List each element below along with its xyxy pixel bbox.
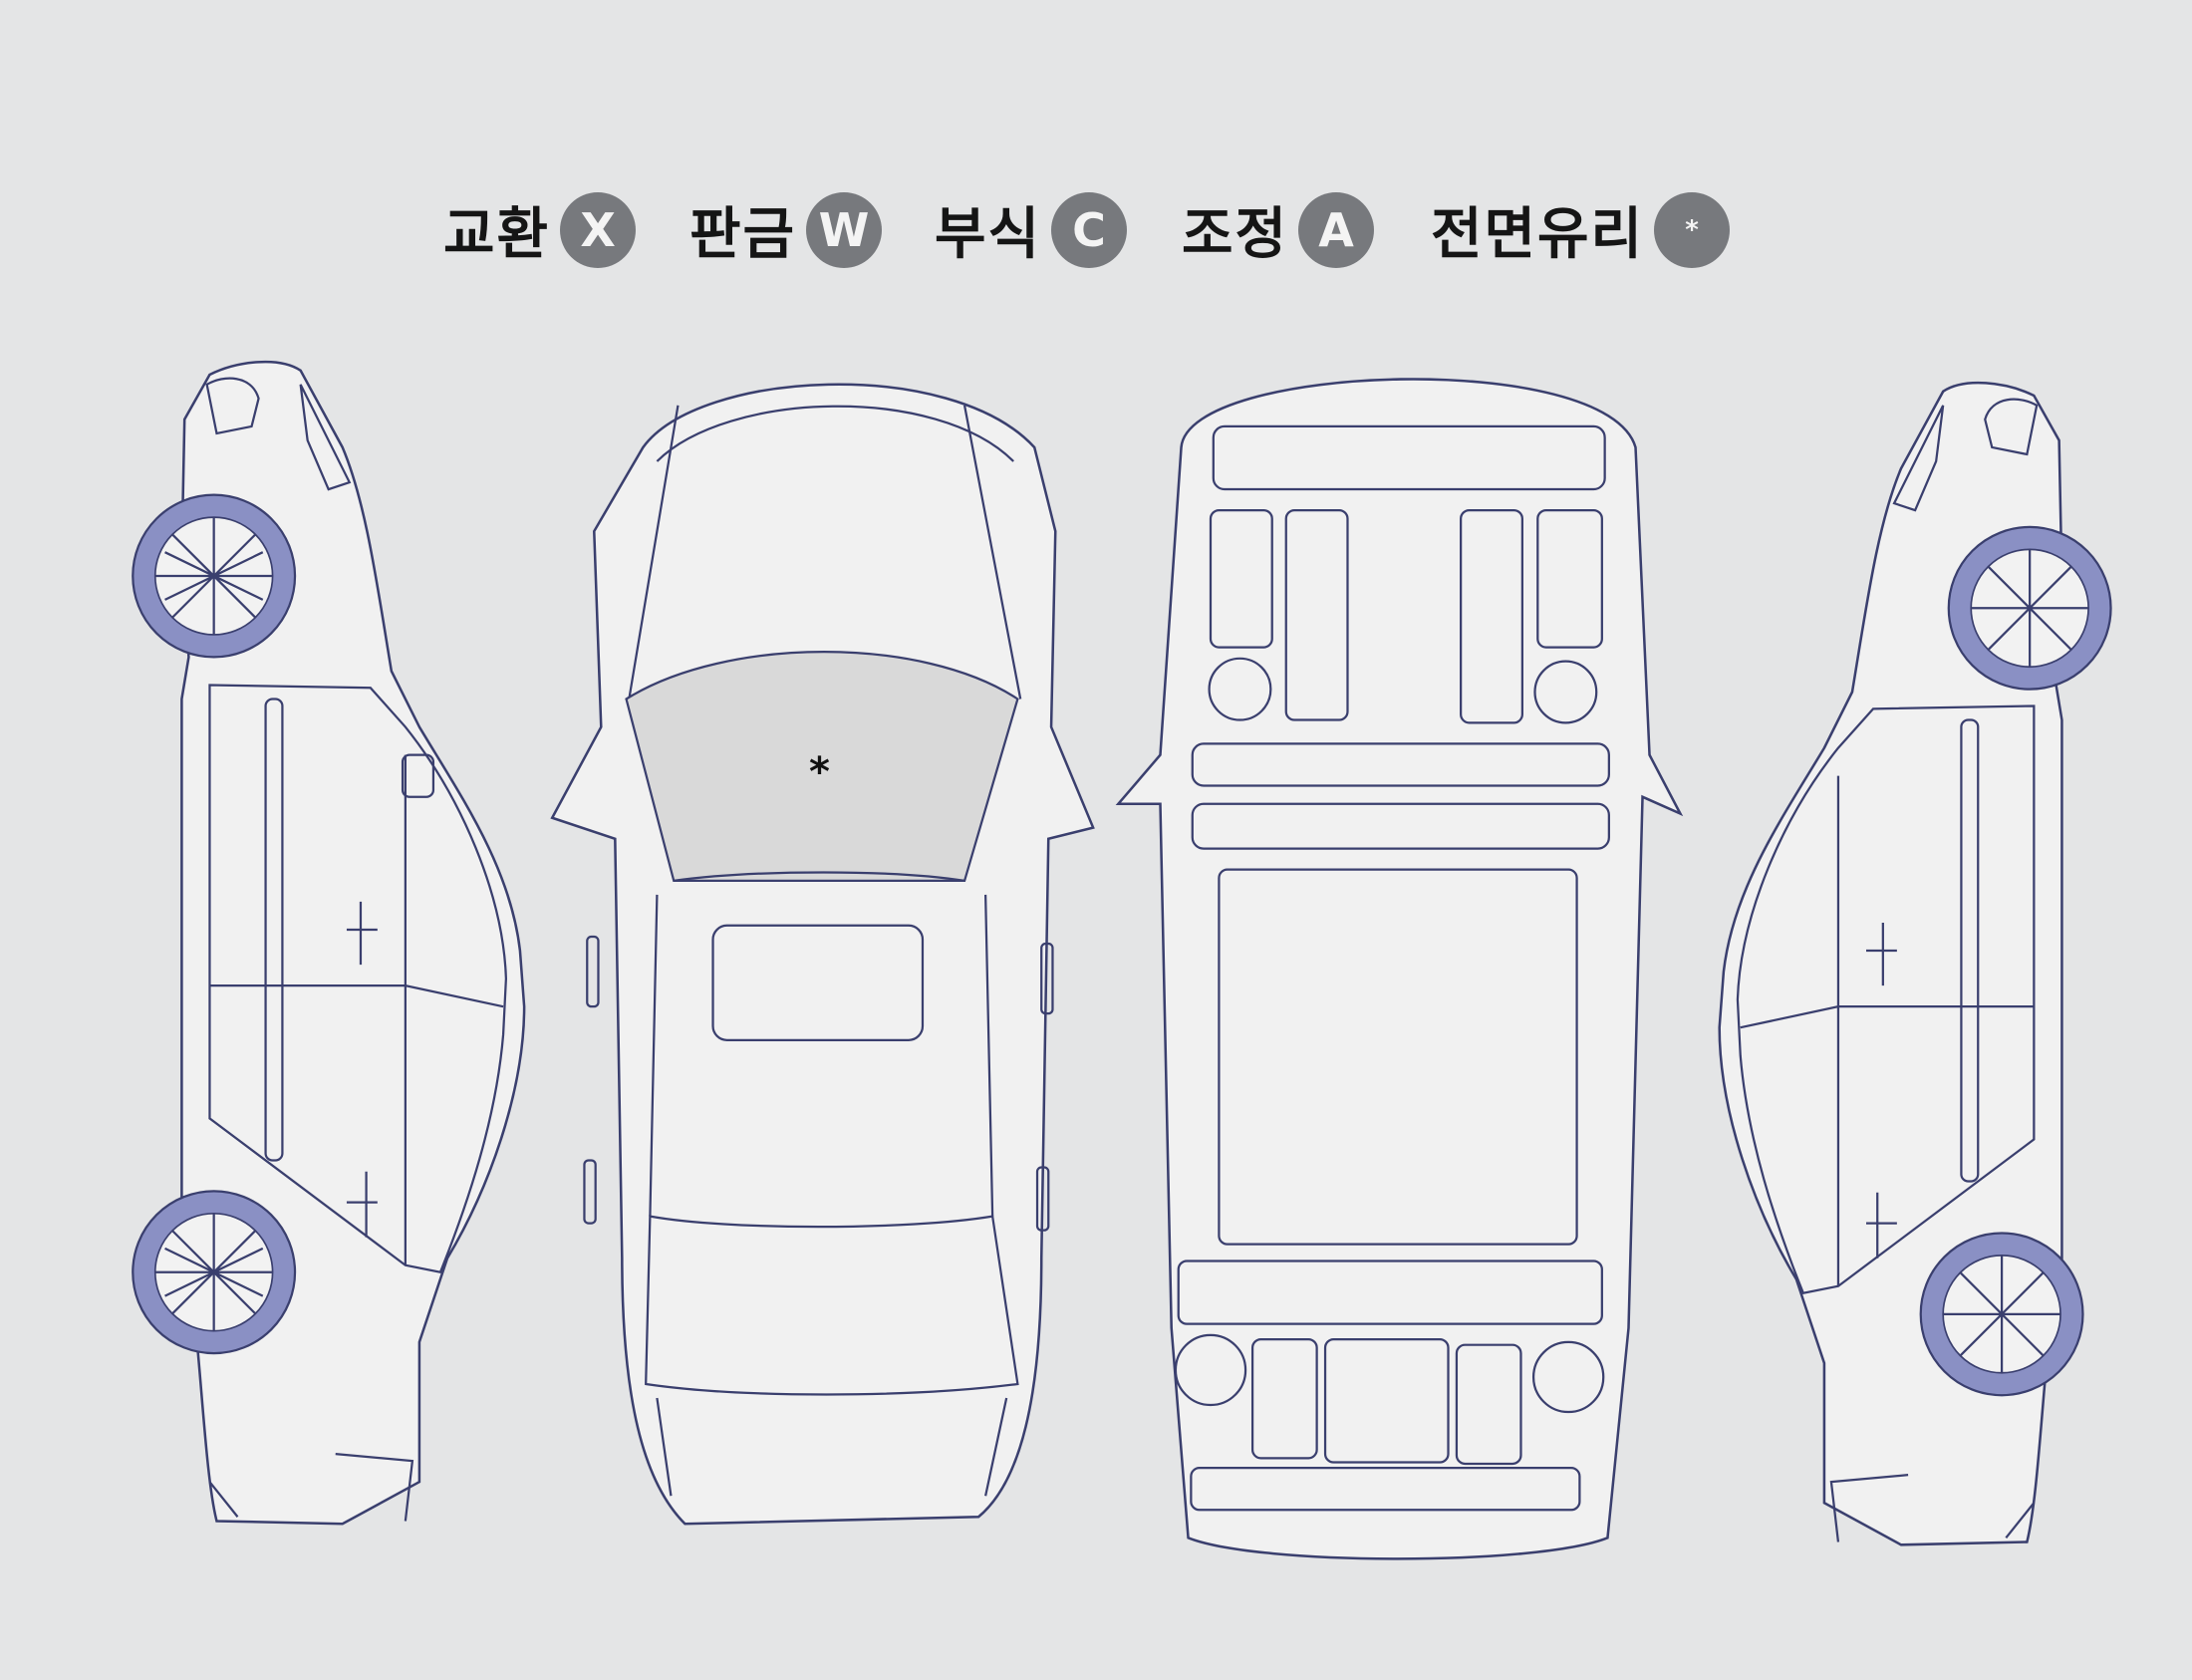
legend-label: 판금: [689, 202, 797, 267]
sunroof: [711, 924, 925, 1041]
legend-badge-star: *: [1654, 191, 1731, 268]
legend-label: 부식: [935, 202, 1042, 267]
legend-item-adjustment: 조정 A: [1182, 189, 1375, 270]
car-top-view[interactable]: [550, 383, 1095, 1526]
windshield-damage-mark: *: [809, 749, 830, 795]
car-left-side[interactable]: [132, 360, 526, 1526]
legend-badge-c: C: [1051, 191, 1128, 268]
damage-legend: 교환 X 판금 W 부식 C 조정 A 전면유리 *: [0, 189, 2192, 279]
legend-label: 조정: [1182, 202, 1289, 267]
legend-item-sheet-metal: 판금 W: [689, 189, 883, 270]
legend-item-windshield: 전면유리 *: [1431, 189, 1731, 270]
legend-label: 교환: [443, 202, 551, 267]
legend-item-corrosion: 부식 C: [935, 189, 1128, 270]
car-right-side[interactable]: [1718, 381, 2112, 1546]
legend-label: 전면유리: [1431, 202, 1645, 267]
legend-item-exchange: 교환 X: [443, 189, 637, 270]
windshield: [625, 651, 1019, 883]
legend-badge-x: X: [560, 191, 637, 268]
front-wheel: [132, 493, 297, 659]
legend-badge-w: W: [806, 191, 883, 268]
legend-badge-a: A: [1298, 191, 1375, 268]
car-bottom-view[interactable]: [1115, 378, 1684, 1560]
rear-wheel: [132, 1190, 297, 1355]
